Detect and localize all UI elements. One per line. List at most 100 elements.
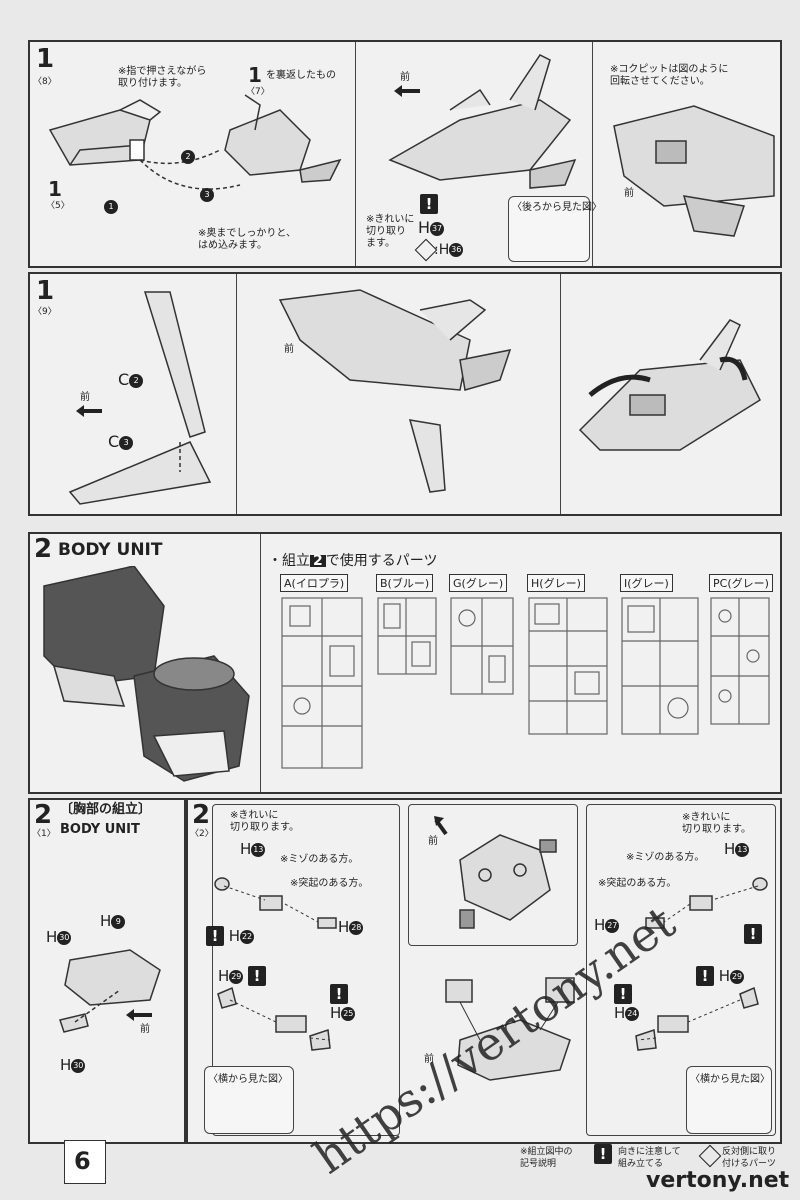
page-number-box	[64, 1140, 106, 1184]
step-substep: 〈8〉	[33, 77, 57, 87]
side-view-label-right: 〈横から見た図〉	[690, 1074, 770, 1085]
step-number: 2	[34, 534, 53, 564]
ref-step-sub: 〈7〉	[246, 87, 270, 97]
front-label: 前	[140, 1024, 150, 1035]
front-arrow	[434, 816, 448, 836]
front-label-2: 前	[624, 188, 634, 199]
note-bump-right: ※突起のある方。	[598, 878, 677, 889]
legend-opposite-icon	[698, 1144, 722, 1168]
step-subtitle: BODY UNIT	[60, 822, 140, 837]
chest-assembly-top-drawing	[459, 834, 557, 929]
step-number: 2	[192, 800, 211, 830]
legend-label: ※組立図中の 記号説明	[520, 1147, 573, 1169]
divider	[560, 274, 561, 514]
warn-icon: !	[744, 924, 762, 944]
side-view-label-left: 〈横から見た図〉	[208, 1074, 288, 1085]
ref-step-text: を裏返したもの	[266, 70, 336, 81]
front-arrow	[76, 405, 102, 417]
sprue-label-a: A(イロプラ)	[280, 574, 349, 592]
core-fighter-drawing-a	[48, 94, 342, 190]
sprue-label-g: G(グレー)	[449, 574, 508, 592]
legend-caution: 向きに注意して 組み立てる	[618, 1147, 681, 1169]
step-substep: 〈1〉	[32, 829, 56, 839]
fighter-on-stand-drawing	[278, 289, 512, 493]
warn-icon: !	[420, 194, 438, 214]
rear-view-label: 〈後ろから見た図〉	[512, 202, 602, 213]
left-ref-number: 1	[48, 177, 62, 201]
chest-frame-drawing	[59, 949, 161, 1033]
note-cockpit: ※コクピットは図のように 回転させてください。	[610, 64, 729, 87]
front-arrow	[394, 85, 420, 97]
side-view-box-right	[686, 1066, 772, 1134]
front-label: 前	[428, 836, 438, 847]
left-ref-sub: 〈5〉	[46, 201, 70, 211]
step-number: 2	[34, 800, 53, 830]
sprue-g	[450, 597, 514, 695]
note-cut-left: ※きれいに 切り取ります。	[230, 810, 299, 833]
step-substep: 〈9〉	[33, 307, 57, 317]
note-groove-left: ※ミゾのある方。	[280, 854, 359, 865]
legend-opposite: 反対側に取り 付けるパーツ	[722, 1147, 777, 1169]
front-label-2: 前	[424, 1054, 434, 1065]
legend-caution-icon: !	[594, 1144, 612, 1164]
divider	[260, 534, 261, 792]
sprue-b	[377, 597, 437, 675]
core-fighter-drawing-b	[388, 54, 577, 189]
ref-step-number: 1	[248, 63, 262, 87]
divider	[592, 42, 593, 266]
seq-3: 3	[200, 184, 214, 203]
front-label-2: 前	[284, 344, 294, 355]
side-view-box-left	[204, 1066, 294, 1134]
note-bump-left: ※突起のある方。	[290, 878, 369, 889]
front-label: 前	[80, 392, 90, 403]
front-arrow	[126, 1009, 152, 1021]
body-unit-drawing	[43, 566, 250, 782]
step-title: 〔胸部の組立〕	[60, 802, 152, 817]
step-title: BODY UNIT	[58, 540, 163, 560]
seq-1: 1	[104, 196, 118, 215]
chest-assembly-bottom-drawing	[445, 977, 575, 1081]
note-cut: ※きれいに 切り取り ます。	[366, 214, 415, 249]
cockpit-open-drawing	[578, 319, 761, 451]
note-groove-right: ※ミゾのある方。	[626, 852, 705, 863]
sprue-label-b: B(ブルー)	[376, 574, 434, 592]
seq-2: 2	[181, 146, 195, 165]
note-hold: ※指で押さえながら 取り付けます。	[118, 66, 207, 89]
note-push: ※奥までしっかりと、 はめ込みます。	[198, 228, 296, 251]
sprue-pc	[710, 597, 770, 725]
page-number: 6	[74, 1147, 91, 1175]
sprue-h	[528, 597, 608, 735]
divider	[236, 274, 237, 514]
right-detail-box	[586, 804, 776, 1136]
site-label: vertony.net	[646, 1168, 790, 1193]
cockpit-drawing	[613, 105, 775, 237]
sprue-label-i: I(グレー)	[620, 574, 673, 592]
joint-parts-left-drawing	[214, 877, 337, 1051]
sprue-i	[621, 597, 699, 735]
divider	[355, 42, 356, 266]
step-number: 1	[36, 44, 55, 74]
sprue-label-pc: PC(グレー)	[709, 574, 773, 592]
left-detail-box	[212, 804, 400, 1136]
sprue-label-h: H(グレー)	[527, 574, 585, 592]
step-number: 1	[36, 276, 55, 306]
stand-drawing	[68, 291, 212, 505]
note-cut-right: ※きれいに 切り取ります。	[682, 812, 751, 835]
